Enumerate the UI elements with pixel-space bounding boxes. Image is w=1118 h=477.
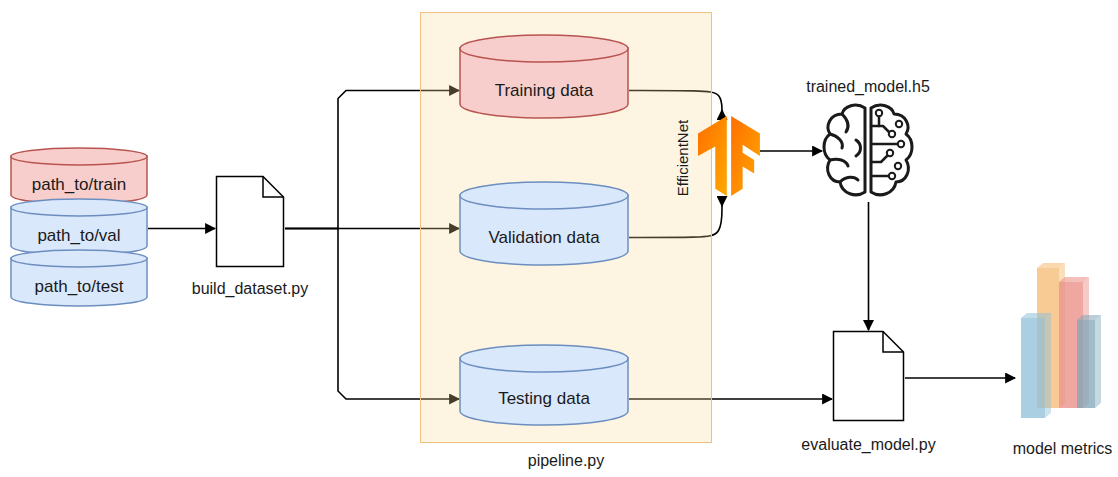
data-cylinder: path_to/test	[10, 249, 148, 307]
tensorflow-logo: EfficientNet	[668, 108, 764, 208]
cylinder-label: path_to/test	[35, 277, 124, 297]
node-label: trained_model.h5	[806, 78, 930, 96]
data-cylinder: Testing data	[459, 344, 629, 426]
flow-arrow	[905, 377, 1015, 379]
script-document: evaluate_model.py	[832, 330, 905, 422]
data-cylinder: Validation data	[459, 181, 629, 266]
pipeline-box: pipeline.pyTraining dataValidation dataT…	[420, 12, 712, 443]
data-cylinder: path_to/train	[10, 147, 148, 205]
data-cylinder: path_to/val	[10, 198, 148, 256]
flow-arrow	[148, 228, 215, 230]
cylinder-label: path_to/train	[32, 175, 127, 195]
node-label: evaluate_model.py	[801, 436, 935, 454]
cylinder-label: path_to/val	[37, 226, 120, 246]
script-document-shape	[832, 330, 905, 422]
model-brain: trained_model.h5	[820, 100, 916, 202]
data-cylinder-shape	[459, 181, 629, 266]
script-document: build_dataset.py	[215, 175, 285, 268]
node-label: build_dataset.py	[192, 280, 309, 298]
node-label: pipeline.py	[528, 452, 605, 470]
node-label: model metrics	[1013, 440, 1113, 458]
model-brain-shape	[820, 100, 916, 202]
data-cylinder-shape	[459, 34, 629, 119]
flow-arrow	[760, 150, 822, 152]
data-cylinder: Training data	[459, 34, 629, 119]
cylinder-label: Testing data	[498, 389, 590, 409]
data-cylinder-shape	[459, 344, 629, 426]
cylinder-label: Training data	[495, 81, 594, 101]
flow-arrow	[868, 202, 870, 330]
node-label: EfficientNet	[674, 120, 691, 196]
script-document-shape	[215, 175, 285, 268]
metrics-chart-shape	[1015, 262, 1110, 422]
cylinder-label: Validation data	[488, 228, 599, 248]
metrics-chart: model metrics	[1015, 262, 1110, 422]
